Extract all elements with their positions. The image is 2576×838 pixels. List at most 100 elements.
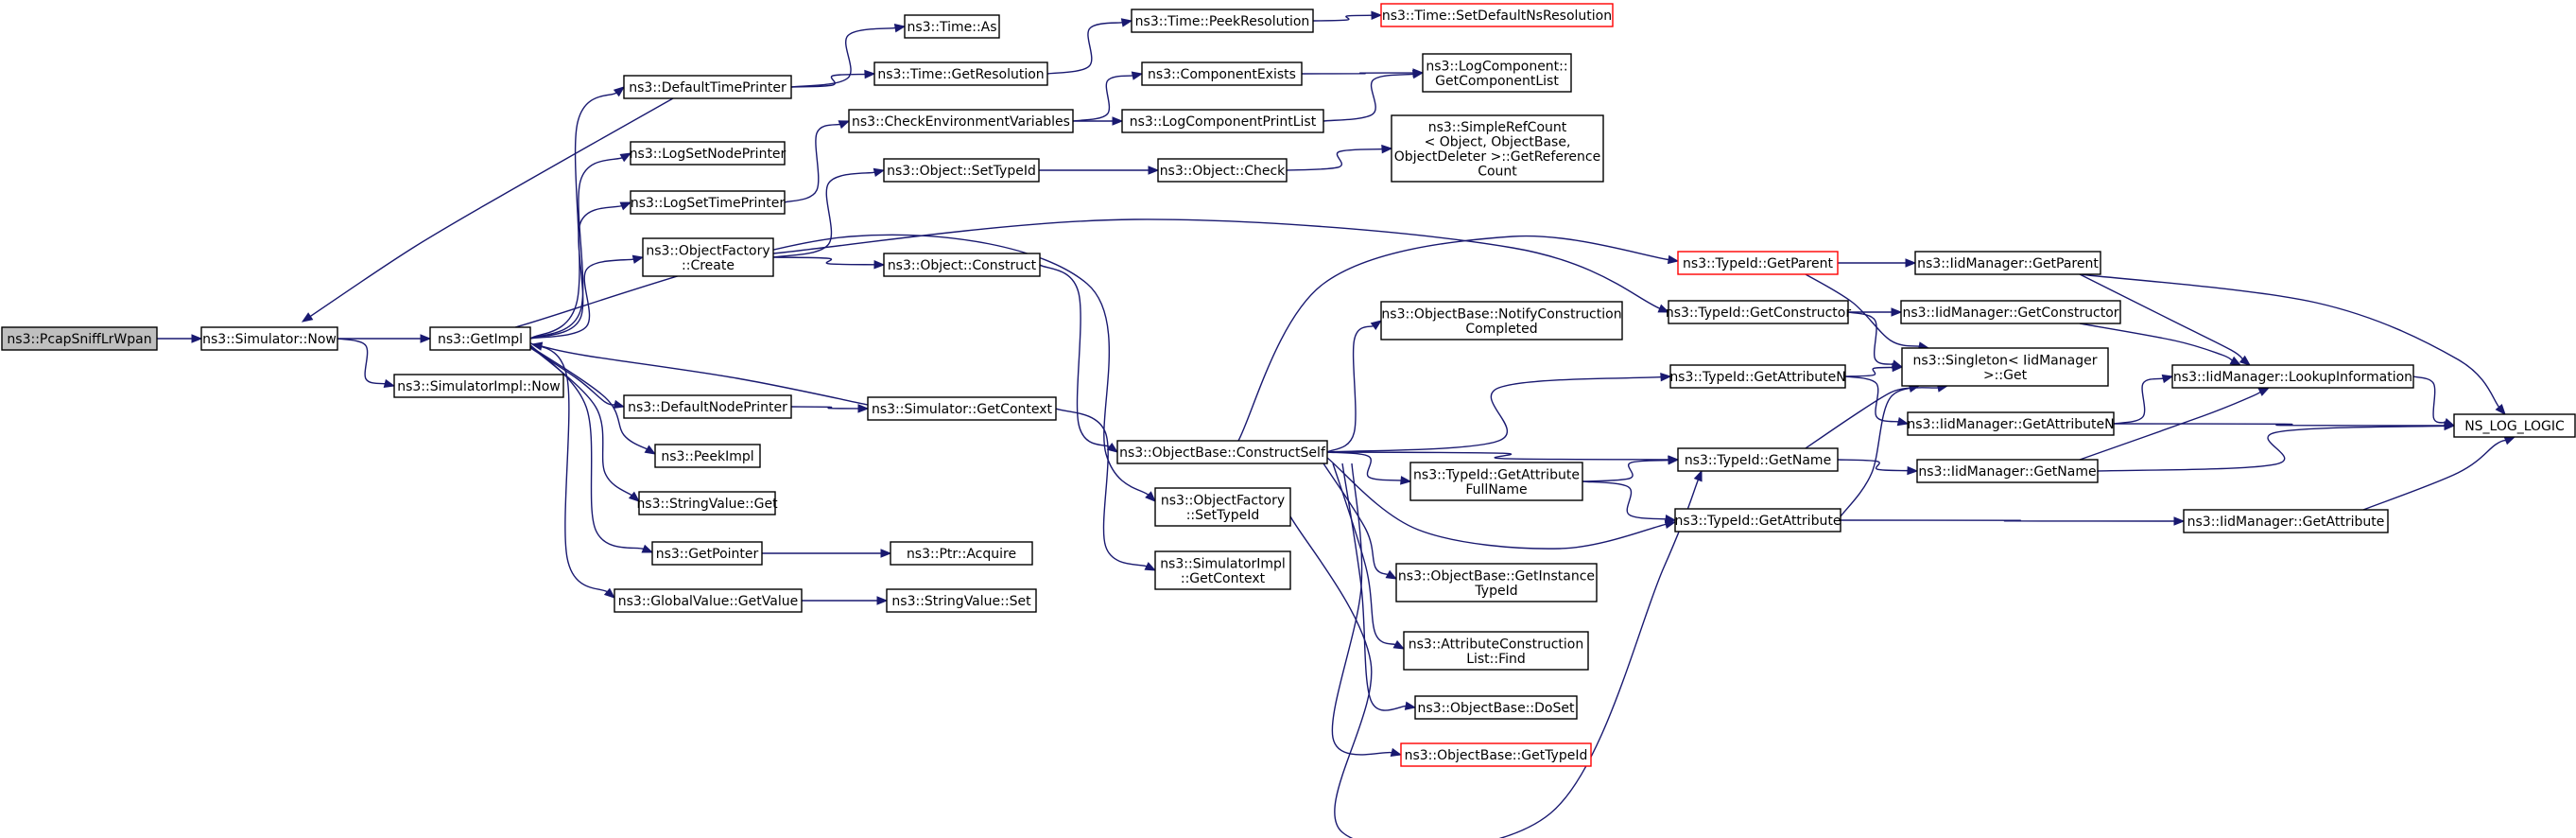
- edge-line: [1582, 480, 1668, 520]
- node-logsetnodeprinter[interactable]: ns3::LogSetNodePrinter: [630, 141, 787, 166]
- node-singleton-get[interactable]: ns3::Singleton< IidManager >::Get: [1901, 347, 2109, 387]
- node-ns-log-logic[interactable]: NS_LOG_LOGIC: [2453, 413, 2576, 438]
- node-object-settypeid[interactable]: ns3::Object::SetTypeId: [883, 158, 1040, 183]
- node-simimpl-getcontext[interactable]: ns3::SimulatorImpl::GetContext: [1154, 550, 1291, 590]
- node-typeid-getname[interactable]: ns3::TypeId::GetName: [1677, 447, 1839, 472]
- node-stringvalue-get[interactable]: ns3::StringValue::Get: [636, 491, 778, 515]
- node-peekimpl[interactable]: ns3::PeekImpl: [654, 444, 761, 468]
- edge-line: [2362, 439, 2507, 511]
- edge-line: [337, 338, 387, 385]
- node-logcomponent-getlist[interactable]: ns3::LogComponent::GetComponentList: [1422, 53, 1572, 93]
- node-object-check[interactable]: ns3::Object::Check: [1157, 158, 1288, 183]
- node-box: [1907, 411, 2115, 436]
- edge-line: [772, 171, 876, 258]
- edge-objbase_constructself-to-typeid_getname: [1326, 451, 1680, 464]
- edges-layer: [157, 10, 2516, 838]
- edge-typeid_getattribute-to-singleton_get: [1840, 383, 1949, 517]
- node-iid-getconstructor[interactable]: ns3::IidManager::GetConstructor: [1900, 300, 2121, 324]
- node-iid-lookupinfo[interactable]: ns3::IidManager::LookupInformation: [2171, 364, 2414, 389]
- node-iid-getparent[interactable]: ns3::IidManager::GetParent: [1914, 251, 2101, 275]
- node-label: ns3::IidManager::GetAttribute: [2187, 515, 2385, 530]
- node-label: GetComponentList: [1435, 74, 1559, 89]
- node-sim-getcontext[interactable]: ns3::Simulator::GetContext: [867, 396, 1057, 421]
- node-object-construct[interactable]: ns3::Object::Construct: [883, 253, 1041, 277]
- node-time-setdefaultns[interactable]: ns3::Time::SetDefaultNsResolution: [1380, 3, 1614, 27]
- node-objbase-constructself[interactable]: ns3::ObjectBase::ConstructSelf: [1116, 440, 1328, 464]
- node-getimpl[interactable]: ns3::GetImpl: [429, 326, 531, 351]
- arrowhead-icon: [1668, 455, 1680, 465]
- node-checkenv[interactable]: ns3::CheckEnvironmentVariables: [848, 109, 1074, 133]
- node-pcapsniff[interactable]: ns3::PcapSniffLrWpan: [1, 326, 158, 351]
- node-sim-now[interactable]: ns3::Simulator::Now: [200, 326, 338, 351]
- arrowhead-icon: [619, 152, 632, 163]
- node-box: [1141, 61, 1303, 86]
- node-time-peekresolution[interactable]: ns3::Time::PeekResolution: [1131, 9, 1314, 33]
- node-globalvalue-getvalue[interactable]: ns3::GlobalValue::GetValue: [614, 588, 803, 613]
- node-label: ns3::PeekImpl: [661, 449, 753, 464]
- node-simplerefcount[interactable]: ns3::SimpleRefCount< Object, ObjectBase,…: [1391, 114, 1604, 183]
- node-stringvalue-set[interactable]: ns3::StringValue::Set: [886, 588, 1037, 613]
- node-label: ns3::AttributeConstruction: [1409, 637, 1583, 652]
- node-iid-getattributen[interactable]: ns3::IidManager::GetAttributeN: [1907, 411, 2115, 436]
- edge-objbase_constructself-to-objbase_gettypeid: [1331, 463, 1403, 758]
- node-time-getresolution[interactable]: ns3::Time::GetResolution: [873, 61, 1048, 86]
- edge-line: [514, 234, 1150, 497]
- node-label: ns3::PcapSniffLrWpan: [7, 332, 151, 347]
- node-simimpl-now[interactable]: ns3::SimulatorImpl::Now: [393, 374, 564, 398]
- edge-getimpl-to-logsetnodeprinter: [529, 152, 632, 340]
- edge-line: [1055, 408, 1149, 567]
- node-label: ns3::Singleton< IidManager: [1913, 353, 2098, 368]
- node-label: ns3::Object::Check: [1160, 164, 1286, 179]
- arrowhead-icon: [1400, 476, 1412, 485]
- edge-iid_getattributen-to-iid_lookupinfo: [2113, 374, 2174, 425]
- node-time-as[interactable]: ns3::Time::As: [904, 14, 1000, 39]
- edge-logcomponentprintlist-to-logcomponent_getlist: [1323, 69, 1425, 122]
- node-box: [886, 588, 1037, 613]
- node-defaultnodeprinter[interactable]: ns3::DefaultNodePrinter: [623, 394, 792, 419]
- node-typeid-getparent[interactable]: ns3::TypeId::GetParent: [1677, 251, 1839, 275]
- node-typeid-getattributen[interactable]: ns3::TypeId::GetAttributeN: [1669, 364, 1846, 389]
- node-label: ns3::TypeId::GetParent: [1683, 256, 1833, 271]
- arrowhead-icon: [864, 69, 876, 79]
- node-logcomponentprintlist[interactable]: ns3::LogComponentPrintList: [1121, 109, 1324, 133]
- node-box: [1901, 347, 2109, 387]
- node-box: [848, 109, 1074, 133]
- node-ptr-acquire[interactable]: ns3::Ptr::Acquire: [890, 541, 1033, 566]
- node-objbase-gettypeid[interactable]: ns3::ObjectBase::GetTypeId: [1400, 742, 1592, 767]
- edge-defaulttimeprinter-to-sim_now: [301, 97, 674, 323]
- edge-getpointer-to-ptr_acquire: [762, 549, 892, 558]
- edge-sim_getcontext-to-getimpl: [530, 341, 869, 406]
- node-typeid-getattribute[interactable]: ns3::TypeId::GetAttribute: [1674, 508, 1841, 532]
- edge-object_settypeid-to-object_check: [1039, 166, 1160, 175]
- node-objbase-doset[interactable]: ns3::ObjectBase::DoSet: [1414, 695, 1578, 720]
- edge-line: [528, 341, 609, 593]
- node-label: ns3::DefaultNodePrinter: [628, 400, 787, 415]
- edge-line: [1847, 311, 1894, 366]
- arrowhead-icon: [2161, 374, 2174, 384]
- node-label: ns3::Time::GetResolution: [877, 67, 1044, 82]
- node-label: ns3::LogSetTimePrinter: [631, 196, 786, 211]
- node-iid-getname[interactable]: ns3::IidManager::GetName: [1916, 459, 2099, 483]
- node-label: TypeId: [1474, 584, 1517, 599]
- node-label: ns3::StringValue::Get: [636, 497, 778, 512]
- node-iid-getattribute[interactable]: ns3::IidManager::GetAttribute: [2183, 509, 2389, 533]
- node-defaulttimeprinter[interactable]: ns3::DefaultTimePrinter: [623, 75, 792, 99]
- edge-typeid_getattrfullname-to-typeid_getattribute: [1582, 480, 1677, 524]
- node-label: ns3::ObjectBase::GetTypeId: [1405, 748, 1588, 763]
- node-label: ns3::Time::PeekResolution: [1135, 14, 1310, 29]
- node-componentexists[interactable]: ns3::ComponentExists: [1141, 61, 1303, 86]
- node-logsettimeprinter[interactable]: ns3::LogSetTimePrinter: [630, 190, 786, 215]
- node-objbase-notify[interactable]: ns3::ObjectBase::NotifyConstructionCompl…: [1380, 301, 1623, 340]
- edge-line: [2113, 423, 2446, 427]
- arrowhead-icon: [191, 334, 203, 343]
- node-getpointer[interactable]: ns3::GetPointer: [651, 541, 763, 566]
- node-objfactory-settypeid[interactable]: ns3::ObjectFactory::SetTypeId: [1154, 487, 1291, 527]
- edge-objfactory_create-to-object_settypeid: [772, 167, 886, 258]
- node-objfactory-create[interactable]: ns3::ObjectFactory::Create: [642, 237, 774, 277]
- node-typeid-getconstructor[interactable]: ns3::TypeId::GetConstructor: [1666, 300, 1851, 324]
- edge-typeid_getconstructor-to-iid_getconstructor: [1848, 307, 1903, 317]
